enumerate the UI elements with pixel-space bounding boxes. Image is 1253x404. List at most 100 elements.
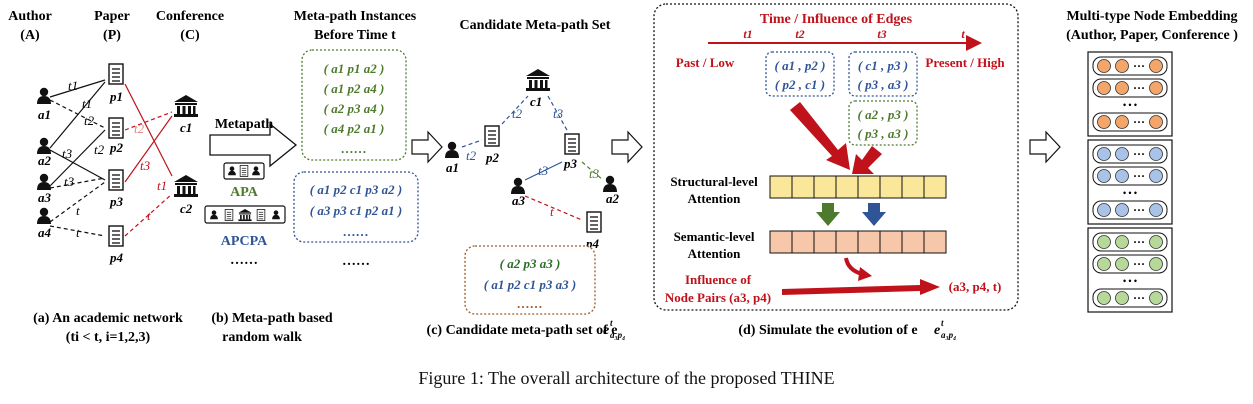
panel-e-title-line2: (Author, Paper, Conference ) — [1066, 28, 1238, 43]
edge-label: t — [76, 225, 80, 240]
embedding-row: ··· — [1092, 200, 1168, 220]
svg-text:p3: p3 — [109, 194, 124, 209]
panel-e-title-line1: Multi-type Node Embedding — [1066, 9, 1237, 24]
row-dots: ··· — [1133, 203, 1145, 217]
time-tick: t1 — [743, 27, 752, 41]
edge-label: t3 — [140, 158, 151, 173]
row-dots: ··· — [1133, 81, 1145, 95]
row-dots: ··· — [1133, 169, 1145, 183]
blue-pair-box-1 — [765, 51, 835, 97]
figure-caption: Figure 1: The overall architecture of th… — [418, 368, 835, 388]
green-instance: …… — [341, 141, 367, 156]
svg-text:a3: a3 — [512, 193, 526, 208]
caption-c-symbol: e — [603, 323, 609, 338]
green-instance: ( a2 p3 a4 ) — [324, 101, 385, 116]
panel-b-metapath-walk: Meta-path Instances Before Time t Metapa… — [204, 9, 419, 345]
author-embedding-group: ··· ··· ··· • • • — [1087, 51, 1173, 137]
author-node-a2: a2 — [603, 175, 620, 206]
row-dots: ··· — [1133, 291, 1145, 305]
green-pair-box — [848, 100, 918, 146]
paper-node-p2: p2 — [108, 117, 124, 155]
present-high-label: Present / High — [925, 55, 1005, 70]
caption-c: (c) Candidate meta-path set of e — [427, 323, 618, 338]
blue-instance: …… — [343, 224, 369, 239]
caption-b-line2: random walk — [222, 330, 302, 345]
embedding-row: ··· — [1092, 288, 1168, 308]
svg-text:p2: p2 — [109, 140, 124, 155]
edge-label: t3 — [589, 166, 600, 181]
row-dots: ··· — [1133, 147, 1145, 161]
arrow-d-to-e — [1029, 130, 1061, 164]
blue-instance: ( a1 p2 c1 p3 a2 ) — [310, 182, 402, 197]
paper-node-p3: p3 — [563, 133, 580, 171]
header-conference: Conference — [156, 9, 224, 24]
edge-label: t2 — [84, 113, 95, 128]
edge-label: t3 — [553, 106, 564, 121]
conference-node-c2: c2 — [174, 175, 198, 216]
structural-label-2: Attention — [688, 191, 741, 206]
red-arrow-left — [790, 102, 850, 170]
panel-c-title: Candidate Meta-path Set — [460, 18, 611, 33]
metapath-apcpa: APCPA — [221, 234, 268, 249]
svg-text:p3: p3 — [563, 156, 578, 171]
author-node-a3: a3 — [511, 177, 526, 208]
author-node-a2: a2 — [37, 137, 52, 168]
conference-node-c1: c1 — [526, 69, 550, 109]
edge-label: t3 — [62, 146, 73, 161]
semantic-attention-cells — [769, 230, 947, 254]
panel-a-academic-network: Author (A) Paper (P) Conference (C) t1 t… — [8, 9, 224, 345]
row-dots: ··· — [1133, 235, 1145, 249]
edge-label: t1 — [68, 78, 78, 93]
paper-node-p4: p4 — [585, 211, 602, 251]
embedding-row: ··· — [1092, 144, 1168, 164]
embedding-row: ··· — [1092, 254, 1168, 274]
embedding-row: ··· — [1092, 232, 1168, 252]
header-paper-abbr: (P) — [103, 28, 121, 43]
group-dots: • • • — [1123, 100, 1137, 110]
panel-e-embedding: Multi-type Node Embedding (Author, Paper… — [1066, 9, 1238, 313]
conference-node-c1: c1 — [174, 95, 198, 135]
node-pair: ( p2 , c1 ) — [775, 77, 825, 92]
row-dots: ··· — [1133, 59, 1145, 73]
node-pair: ( p3 , a3 ) — [858, 77, 909, 92]
caption-b-line1: (b) Meta-path based — [211, 311, 333, 326]
edge-label: t1 — [157, 178, 167, 193]
edge-label: t3 — [538, 163, 549, 178]
author-node-a4: a4 — [37, 207, 52, 240]
metapath-arrow-label: Metapath — [215, 117, 274, 132]
edge-label: t2 — [466, 148, 477, 163]
paper-node-p1: p1 — [108, 63, 124, 104]
node-pair: ( c1 , p3 ) — [858, 58, 908, 73]
embedding-row: ··· — [1092, 112, 1168, 132]
past-low-label: Past / Low — [676, 55, 735, 70]
edge-label: t3 — [64, 174, 75, 189]
paper-node-p2: p2 — [484, 125, 500, 165]
caption-a-line1: (a) An academic network — [33, 311, 183, 326]
red-arrow-right — [852, 146, 882, 174]
structural-label-1: Structural-level — [670, 174, 758, 189]
svg-text:p4: p4 — [109, 250, 124, 265]
svg-text:a2: a2 — [606, 191, 620, 206]
node-pair: ( a2 , p3 ) — [858, 107, 909, 122]
time-tick: t — [961, 27, 965, 41]
edge-label: t1 — [82, 96, 92, 111]
arrow-b-to-c — [411, 130, 443, 164]
embedding-row: ··· — [1092, 78, 1168, 98]
semantic-label-1: Semantic-level — [674, 229, 755, 244]
edge-label: t2 — [134, 121, 145, 136]
embedding-row: ··· — [1092, 166, 1168, 186]
svg-text:a1: a1 — [38, 107, 51, 122]
curved-red-arrow-head — [858, 267, 872, 281]
svg-text:p1: p1 — [109, 89, 123, 104]
panel-c-candidate-set: Candidate Meta-path Set t2 t3 t2 t3 t3 t… — [427, 18, 626, 340]
paper-embedding-group: ·········• • • — [1087, 139, 1173, 225]
metapath-arrow — [209, 122, 298, 168]
arrow-c-to-d — [611, 130, 643, 164]
caption-d: (d) Simulate the evolution of e — [738, 323, 917, 338]
influence-arrow — [782, 279, 940, 295]
paper-node-p3: p3 — [108, 169, 124, 209]
panel-b-title-line2: Before Time t — [314, 28, 396, 43]
svg-text:a1: a1 — [446, 160, 459, 175]
edge-label: t — [76, 203, 80, 218]
group-dots: • • • — [1123, 276, 1137, 286]
